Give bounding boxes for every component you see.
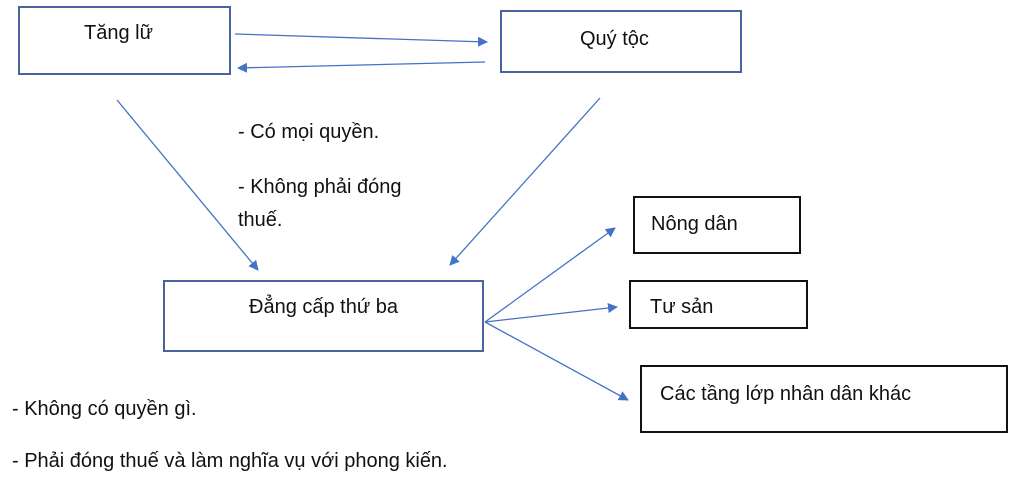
arrow-nobility-to-clergy xyxy=(237,61,486,73)
node-nobility: Quý tộc xyxy=(500,10,742,73)
arrow-nobility-to-third-estate xyxy=(449,97,601,266)
arrow-to-other-classes xyxy=(484,321,629,401)
privileged-note-2: - Không phải đóng xyxy=(238,176,402,198)
node-bourgeoisie: Tư sản xyxy=(629,280,808,329)
arrow-to-bourgeoisie xyxy=(484,303,618,323)
node-third-estate: Đẳng cấp thứ ba xyxy=(163,280,484,352)
node-clergy-label: Tăng lữ xyxy=(84,22,153,44)
node-third-estate-label: Đẳng cấp thứ ba xyxy=(249,296,399,318)
node-peasants-label: Nông dân xyxy=(651,213,738,235)
node-nobility-label: Quý tộc xyxy=(580,28,649,50)
arrow-clergy-to-nobility xyxy=(234,33,488,47)
node-peasants: Nông dân xyxy=(633,196,801,254)
node-other-classes: Các tầng lớp nhân dân khác xyxy=(640,365,1008,433)
node-other-classes-label: Các tầng lớp nhân dân khác xyxy=(660,383,912,405)
node-bourgeoisie-label: Tư sản xyxy=(650,296,714,318)
arrow-to-peasants xyxy=(484,227,616,323)
third-estate-note-1: - Không có quyền gì. xyxy=(12,398,197,420)
third-estate-note-2: - Phải đóng thuế và làm nghĩa vụ với pho… xyxy=(12,450,448,472)
node-clergy: Tăng lữ xyxy=(18,6,231,75)
privileged-note-3: thuế. xyxy=(238,209,283,231)
privileged-note-1: - Có mọi quyền. xyxy=(238,121,380,143)
arrow-clergy-to-third-estate xyxy=(116,99,259,271)
